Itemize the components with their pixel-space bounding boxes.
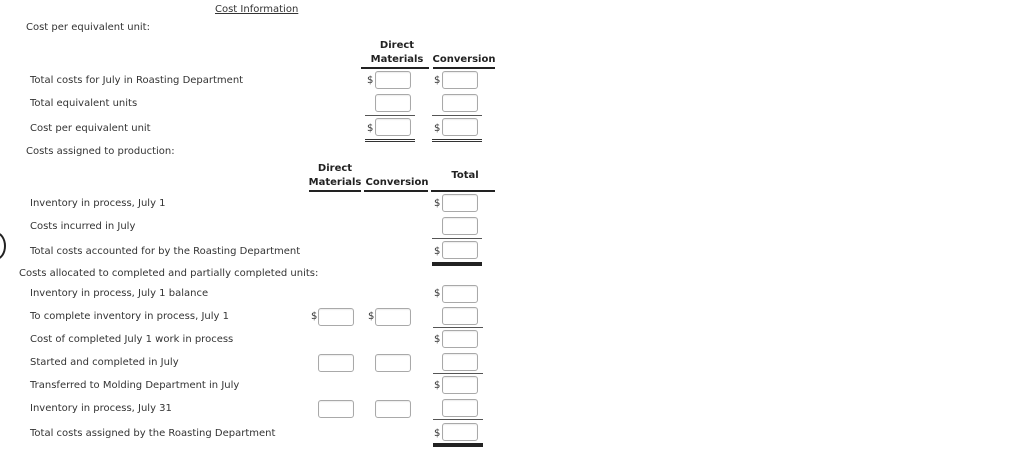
dm-to-complete-input[interactable] xyxy=(318,308,354,326)
double-rule-conv xyxy=(432,139,482,142)
row-label-total-assigned: Total costs assigned by the Roasting Dep… xyxy=(30,428,276,439)
col-header-direct-materials: Direct Materials xyxy=(362,39,432,67)
currency-sign: $ xyxy=(434,246,441,257)
subtotal-rule xyxy=(433,373,483,374)
dm-total-costs-input[interactable] xyxy=(375,71,411,89)
row-label-to-complete: To complete inventory in process, July 1 xyxy=(30,311,229,322)
row-label-total-accounted: Total costs accounted for by the Roastin… xyxy=(30,246,301,257)
col-header-line2: Materials xyxy=(308,177,362,188)
total-inv-july1-balance-input[interactable] xyxy=(442,285,478,303)
dm-started-completed-input[interactable] xyxy=(318,354,354,372)
row-label-total-eq-units: Total equivalent units xyxy=(30,98,138,109)
header-rule-dm xyxy=(361,67,429,69)
cost-information-link[interactable]: Cost Information xyxy=(215,4,299,15)
subtotal-rule-total xyxy=(432,238,482,239)
row-label-inv-july31: Inventory in process, July 31 xyxy=(30,403,172,414)
total-costs-incurred-input[interactable] xyxy=(442,217,478,235)
section-title-cpeu: Cost per equivalent unit: xyxy=(26,22,150,33)
currency-sign: $ xyxy=(367,123,374,134)
row-label-total-costs: Total costs for July in Roasting Departm… xyxy=(30,75,244,86)
total-inv-july1-input[interactable] xyxy=(442,194,478,212)
currency-sign: $ xyxy=(434,198,441,209)
dm-cpeu-input[interactable] xyxy=(375,118,411,136)
section-title-assigned: Costs assigned to production: xyxy=(26,146,175,157)
col-header-conversion-2: Conversion xyxy=(365,177,429,188)
col-header-line2: Materials xyxy=(370,54,424,65)
partial-circle-edge xyxy=(0,232,6,260)
subtotal-rule-conv xyxy=(432,115,482,116)
header-rule-conv-2 xyxy=(364,190,428,192)
double-rule-total-accounted xyxy=(432,262,482,266)
conv-cpeu-input[interactable] xyxy=(442,118,478,136)
subtotal-rule xyxy=(433,419,483,420)
currency-sign: $ xyxy=(434,334,441,345)
row-label-cost-completed-july1: Cost of completed July 1 work in process xyxy=(30,334,234,345)
section-title-allocation: Costs allocated to completed and partial… xyxy=(19,268,319,279)
double-rule-total-assigned xyxy=(433,443,483,447)
total-cost-completed-july1-input[interactable] xyxy=(442,330,478,348)
conv-eq-units-input[interactable] xyxy=(442,94,478,112)
col-header-conversion: Conversion xyxy=(432,54,496,65)
conv-started-completed-input[interactable] xyxy=(375,354,411,372)
currency-sign: $ xyxy=(434,123,441,134)
row-label-costs-incurred: Costs incurred in July xyxy=(30,221,136,232)
total-inv-july31-input[interactable] xyxy=(442,399,478,417)
conv-to-complete-input[interactable] xyxy=(375,308,411,326)
currency-sign: $ xyxy=(367,75,374,86)
row-label-transferred: Transferred to Molding Department in Jul… xyxy=(30,380,240,391)
row-label-inv-july1: Inventory in process, July 1 xyxy=(30,198,166,209)
conv-total-costs-input[interactable] xyxy=(442,71,478,89)
currency-sign: $ xyxy=(434,380,441,391)
row-label-inv-july1-balance: Inventory in process, July 1 balance xyxy=(30,288,209,299)
conv-inv-july31-input[interactable] xyxy=(375,400,411,418)
dm-inv-july31-input[interactable] xyxy=(318,400,354,418)
total-assigned-input[interactable] xyxy=(442,423,478,441)
total-transferred-input[interactable] xyxy=(442,376,478,394)
header-rule-dm-2 xyxy=(309,190,361,192)
row-label-cpeu: Cost per equivalent unit xyxy=(30,123,151,134)
currency-sign: $ xyxy=(434,75,441,86)
col-header-total: Total xyxy=(451,170,479,181)
dm-eq-units-input[interactable] xyxy=(375,94,411,112)
row-label-started-completed: Started and completed in July xyxy=(30,357,179,368)
total-accounted-input[interactable] xyxy=(442,241,478,259)
currency-sign: $ xyxy=(311,311,318,322)
col-header-line1: Direct xyxy=(317,163,353,174)
header-rule-total xyxy=(431,190,495,192)
total-started-completed-input[interactable] xyxy=(442,353,478,371)
double-rule-dm xyxy=(365,139,415,142)
header-rule-conv xyxy=(433,67,495,69)
currency-sign: $ xyxy=(434,428,441,439)
col-header-line1: Direct xyxy=(379,40,415,51)
currency-sign: $ xyxy=(368,311,375,322)
col-header-direct-materials-2: Direct Materials xyxy=(306,162,364,190)
currency-sign: $ xyxy=(434,288,441,299)
subtotal-rule xyxy=(433,327,483,328)
subtotal-rule-dm xyxy=(365,115,415,116)
total-to-complete-input[interactable] xyxy=(442,307,478,325)
